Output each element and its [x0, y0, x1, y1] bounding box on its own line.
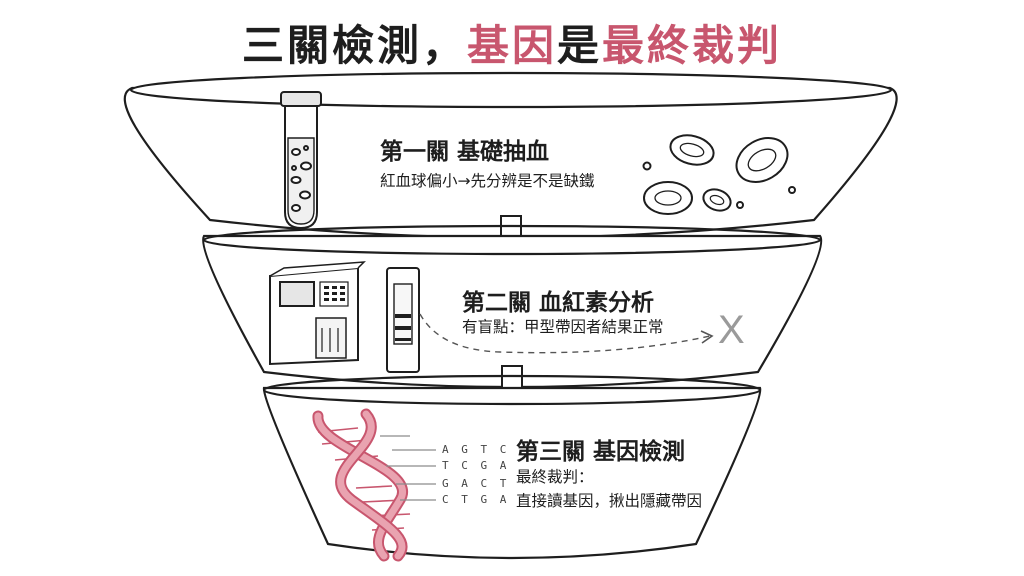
- stage-3-desc-line-2: 直接讀基因，揪出隱藏帶因: [516, 492, 703, 510]
- title-part-3: 是: [557, 21, 603, 70]
- stage-2-title: 第二關 血紅素分析: [462, 290, 655, 316]
- analyzer-machine-icon: [269, 261, 366, 366]
- dna-helix-icon: [312, 408, 411, 562]
- page-title: 三關檢測，基因是最終裁判: [0, 12, 1024, 73]
- test-strip-icon: [386, 267, 420, 373]
- dna-sequence-1: A G T C: [442, 443, 510, 456]
- stage-3-title: 第三關 基因檢測: [516, 439, 686, 465]
- dashed-result-line: [419, 313, 711, 354]
- stage-2-result-x: X: [718, 308, 745, 352]
- title-part-2: 基因: [466, 21, 557, 70]
- stage-1-rim: [129, 71, 893, 109]
- dna-sequence-4: C T G A: [442, 493, 510, 506]
- sequence-lines: [380, 435, 436, 501]
- stage-3-rim: [262, 374, 762, 406]
- test-tube-icon: [280, 91, 322, 230]
- stage-3-desc-line-1: 最終裁判：: [516, 468, 594, 486]
- stage-3-section: [262, 374, 762, 560]
- stage-2-desc: 有盲點：甲型帶因者結果正常: [462, 318, 664, 336]
- dna-sequence-2: T C G A: [442, 459, 510, 472]
- dashed-arrow-head: [700, 330, 714, 344]
- red-blood-cells-icon: [642, 134, 796, 215]
- stage-2-rim: [202, 224, 822, 256]
- stage-1-desc: 紅血球偏小→先分辨是不是缺鐵: [380, 172, 595, 190]
- title-part-4: 最終裁判: [602, 21, 783, 70]
- dna-sequence-3: G A C T: [442, 477, 510, 490]
- title-part-1: 三關檢測，: [241, 21, 467, 70]
- stage-1-title: 第一關 基礎抽血: [380, 139, 550, 165]
